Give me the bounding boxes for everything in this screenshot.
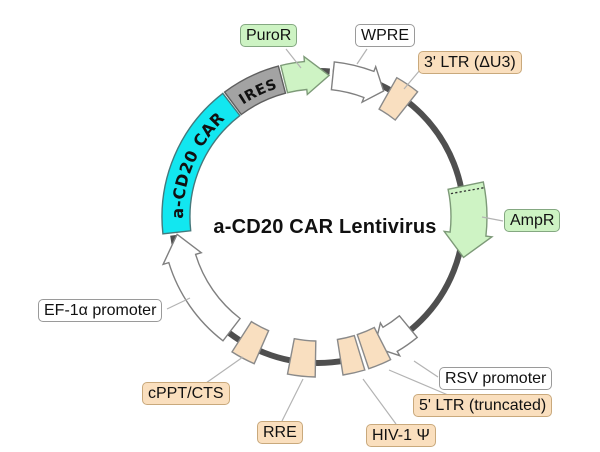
rre-block (286, 337, 317, 378)
ampr-truncation-dashed-line (450, 187, 484, 195)
leader-lines (166, 48, 504, 425)
feature-shapes (161, 55, 494, 378)
plasmid-title: a-CD20 CAR Lentivirus (213, 216, 437, 238)
label-rsv-promoter: RSV promoter (439, 367, 553, 390)
3-ltr-du3-block (378, 76, 419, 121)
a-cd20-car-segment (161, 92, 241, 235)
label-5-ltr-truncated: 5' LTR (truncated) (413, 394, 553, 417)
label-hiv-1-psi: HIV-1 Ψ (366, 424, 436, 447)
label-wpre: WPRE (355, 24, 415, 47)
hiv-1-psi-block (336, 334, 366, 376)
label-cppt-cts: cPPT/CTS (142, 382, 230, 405)
label-3-ltr-du3: 3' LTR (ΔU3) (418, 51, 522, 74)
feature-separators (160, 59, 369, 372)
puror-arrow (279, 55, 331, 96)
label-ef-1a-promoter: EF-1α promoter (38, 299, 163, 322)
5-ltr-truncated-block (356, 326, 392, 370)
label-puror: PuroR (240, 24, 298, 47)
ampr-arrow (442, 181, 494, 259)
ires-segment (223, 65, 287, 116)
label-rre: RRE (257, 421, 303, 444)
cppt-cts-block (231, 320, 270, 365)
label-ampr: AmpR (504, 209, 561, 232)
wpre-arrow (330, 61, 385, 104)
ef-1a-promoter-arrow (161, 233, 242, 342)
